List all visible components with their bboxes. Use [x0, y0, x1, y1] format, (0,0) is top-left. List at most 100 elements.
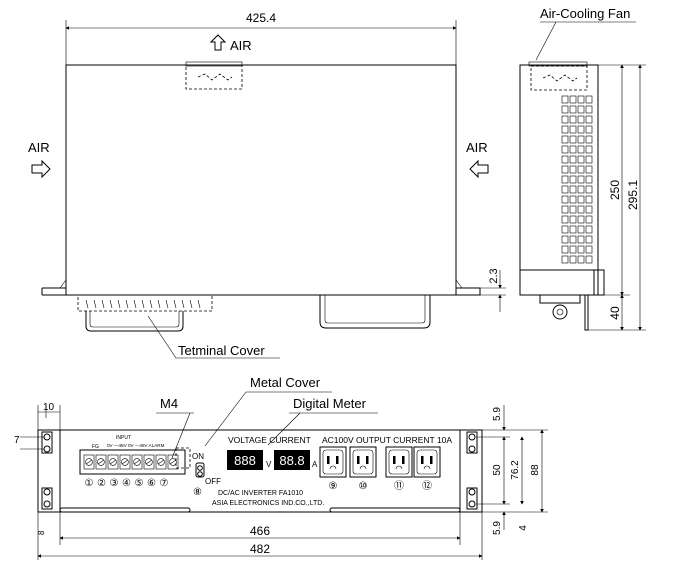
vent-slot	[577, 255, 585, 264]
air-up-arrow-icon	[209, 34, 227, 51]
vent-slot	[569, 145, 577, 154]
side-view: Air-Cooling Fan 250 295.1 40	[519, 6, 646, 331]
current-display-value: 88.8	[279, 453, 304, 468]
switch-on-label: ON	[192, 452, 204, 461]
vent-slot	[577, 205, 585, 214]
vent-slot	[569, 175, 577, 184]
dim-50: 50	[492, 464, 503, 476]
screw-head-icon	[157, 458, 165, 466]
dim-5-9-top: 5.9	[492, 407, 503, 421]
vent-slot	[569, 205, 577, 214]
vent-slot	[577, 115, 585, 124]
vent-slot	[569, 155, 577, 164]
terminal-screw	[167, 454, 179, 470]
screw-head-icon	[169, 458, 177, 466]
fan-leader	[535, 21, 557, 61]
vent-slot	[569, 225, 577, 234]
vent-slot	[561, 205, 569, 214]
terminal-screw	[107, 454, 119, 470]
model-line: DC/AC INVERTER FA1010	[218, 490, 303, 497]
terminal-block	[79, 449, 186, 475]
vent-slot	[585, 105, 593, 114]
terminal-cover-label: Tetminal Cover	[178, 343, 265, 358]
current-display	[274, 450, 310, 470]
switch-off-label: OFF	[205, 477, 221, 486]
terminal-number: ①	[85, 478, 94, 489]
terminal-number: ⑤	[135, 478, 144, 489]
vent-slot	[577, 145, 585, 154]
flange-thickness-dimension: 2.3	[488, 268, 500, 283]
air-in-arrow-icon	[31, 159, 51, 179]
terminal-screw	[131, 454, 143, 470]
vent-slot	[577, 245, 585, 254]
vent-slot	[561, 145, 569, 154]
vent-slot	[561, 255, 569, 264]
top-view: 425.4 AIR AIR AIR	[28, 11, 506, 359]
company-line: ASIA ELECTRONICS IND.CO.,LTD.	[212, 500, 324, 507]
terminal-screw	[95, 454, 107, 470]
vent-slot	[561, 135, 569, 144]
metal-cover-leader	[204, 391, 247, 447]
vent-slot	[577, 135, 585, 144]
vent-slot	[585, 135, 593, 144]
terminal-number: ⑥	[147, 478, 156, 489]
vent-slot	[569, 115, 577, 124]
terminal-cover-outline	[77, 294, 213, 312]
fan-label: Air-Cooling Fan	[540, 6, 630, 21]
current-unit: A	[312, 460, 318, 469]
terminal-number: ②	[97, 478, 106, 489]
vent-slot	[569, 215, 577, 224]
m4-label: M4	[160, 396, 178, 411]
depth-250-dimension: 250	[608, 180, 622, 200]
power-switch[interactable]	[195, 462, 205, 478]
ac-outlet	[349, 446, 377, 478]
metal-cover-label: Metal Cover	[250, 375, 321, 390]
terminal-number: ④	[122, 478, 131, 489]
width-dimension-text: 425.4	[246, 11, 276, 25]
terminal-top-labels: 0V —48V 0V —48V ALARM	[107, 443, 165, 448]
left-handle	[85, 311, 184, 332]
top-view-body	[65, 64, 457, 296]
voltage-display	[227, 450, 263, 470]
terminal-screw	[119, 454, 131, 470]
vent-slot	[561, 95, 569, 104]
vent-slot	[561, 235, 569, 244]
fg-label: FG	[92, 444, 99, 450]
outlet-number: ⑪	[394, 480, 404, 492]
vent-slot	[585, 215, 593, 224]
vent-slot	[585, 255, 593, 264]
vent-slot	[577, 215, 585, 224]
air-right-label: AIR	[466, 140, 488, 155]
terminal-screw	[155, 454, 167, 470]
terminal-cover-leader	[147, 315, 177, 359]
right-handle	[319, 295, 431, 329]
dim-88: 88	[530, 464, 541, 476]
vent-slot	[569, 185, 577, 194]
mounting-flange	[42, 287, 481, 296]
dim-466: 466	[250, 524, 270, 538]
vent-slot	[561, 225, 569, 234]
vent-slot	[585, 235, 593, 244]
terminal-number: ③	[110, 478, 119, 489]
vent-slot	[561, 195, 569, 204]
vent-slot	[577, 175, 585, 184]
vent-slot	[585, 155, 593, 164]
terminal-screw	[83, 454, 95, 470]
vent-slot	[577, 155, 585, 164]
vent-slot	[561, 175, 569, 184]
voltage-display-value: 888	[234, 453, 256, 468]
depth-40-dimension: 40	[608, 306, 622, 320]
vent-slot	[561, 155, 569, 164]
vent-slot	[561, 165, 569, 174]
outlet-number: ⑫	[422, 480, 432, 492]
vent-slot	[585, 245, 593, 254]
dim-7: 7	[14, 435, 20, 446]
terminal-hatch	[85, 299, 201, 309]
vent-slot	[561, 245, 569, 254]
vent-slot	[569, 135, 577, 144]
vent-slot	[561, 125, 569, 134]
outlet-number: ⑩	[359, 481, 368, 492]
